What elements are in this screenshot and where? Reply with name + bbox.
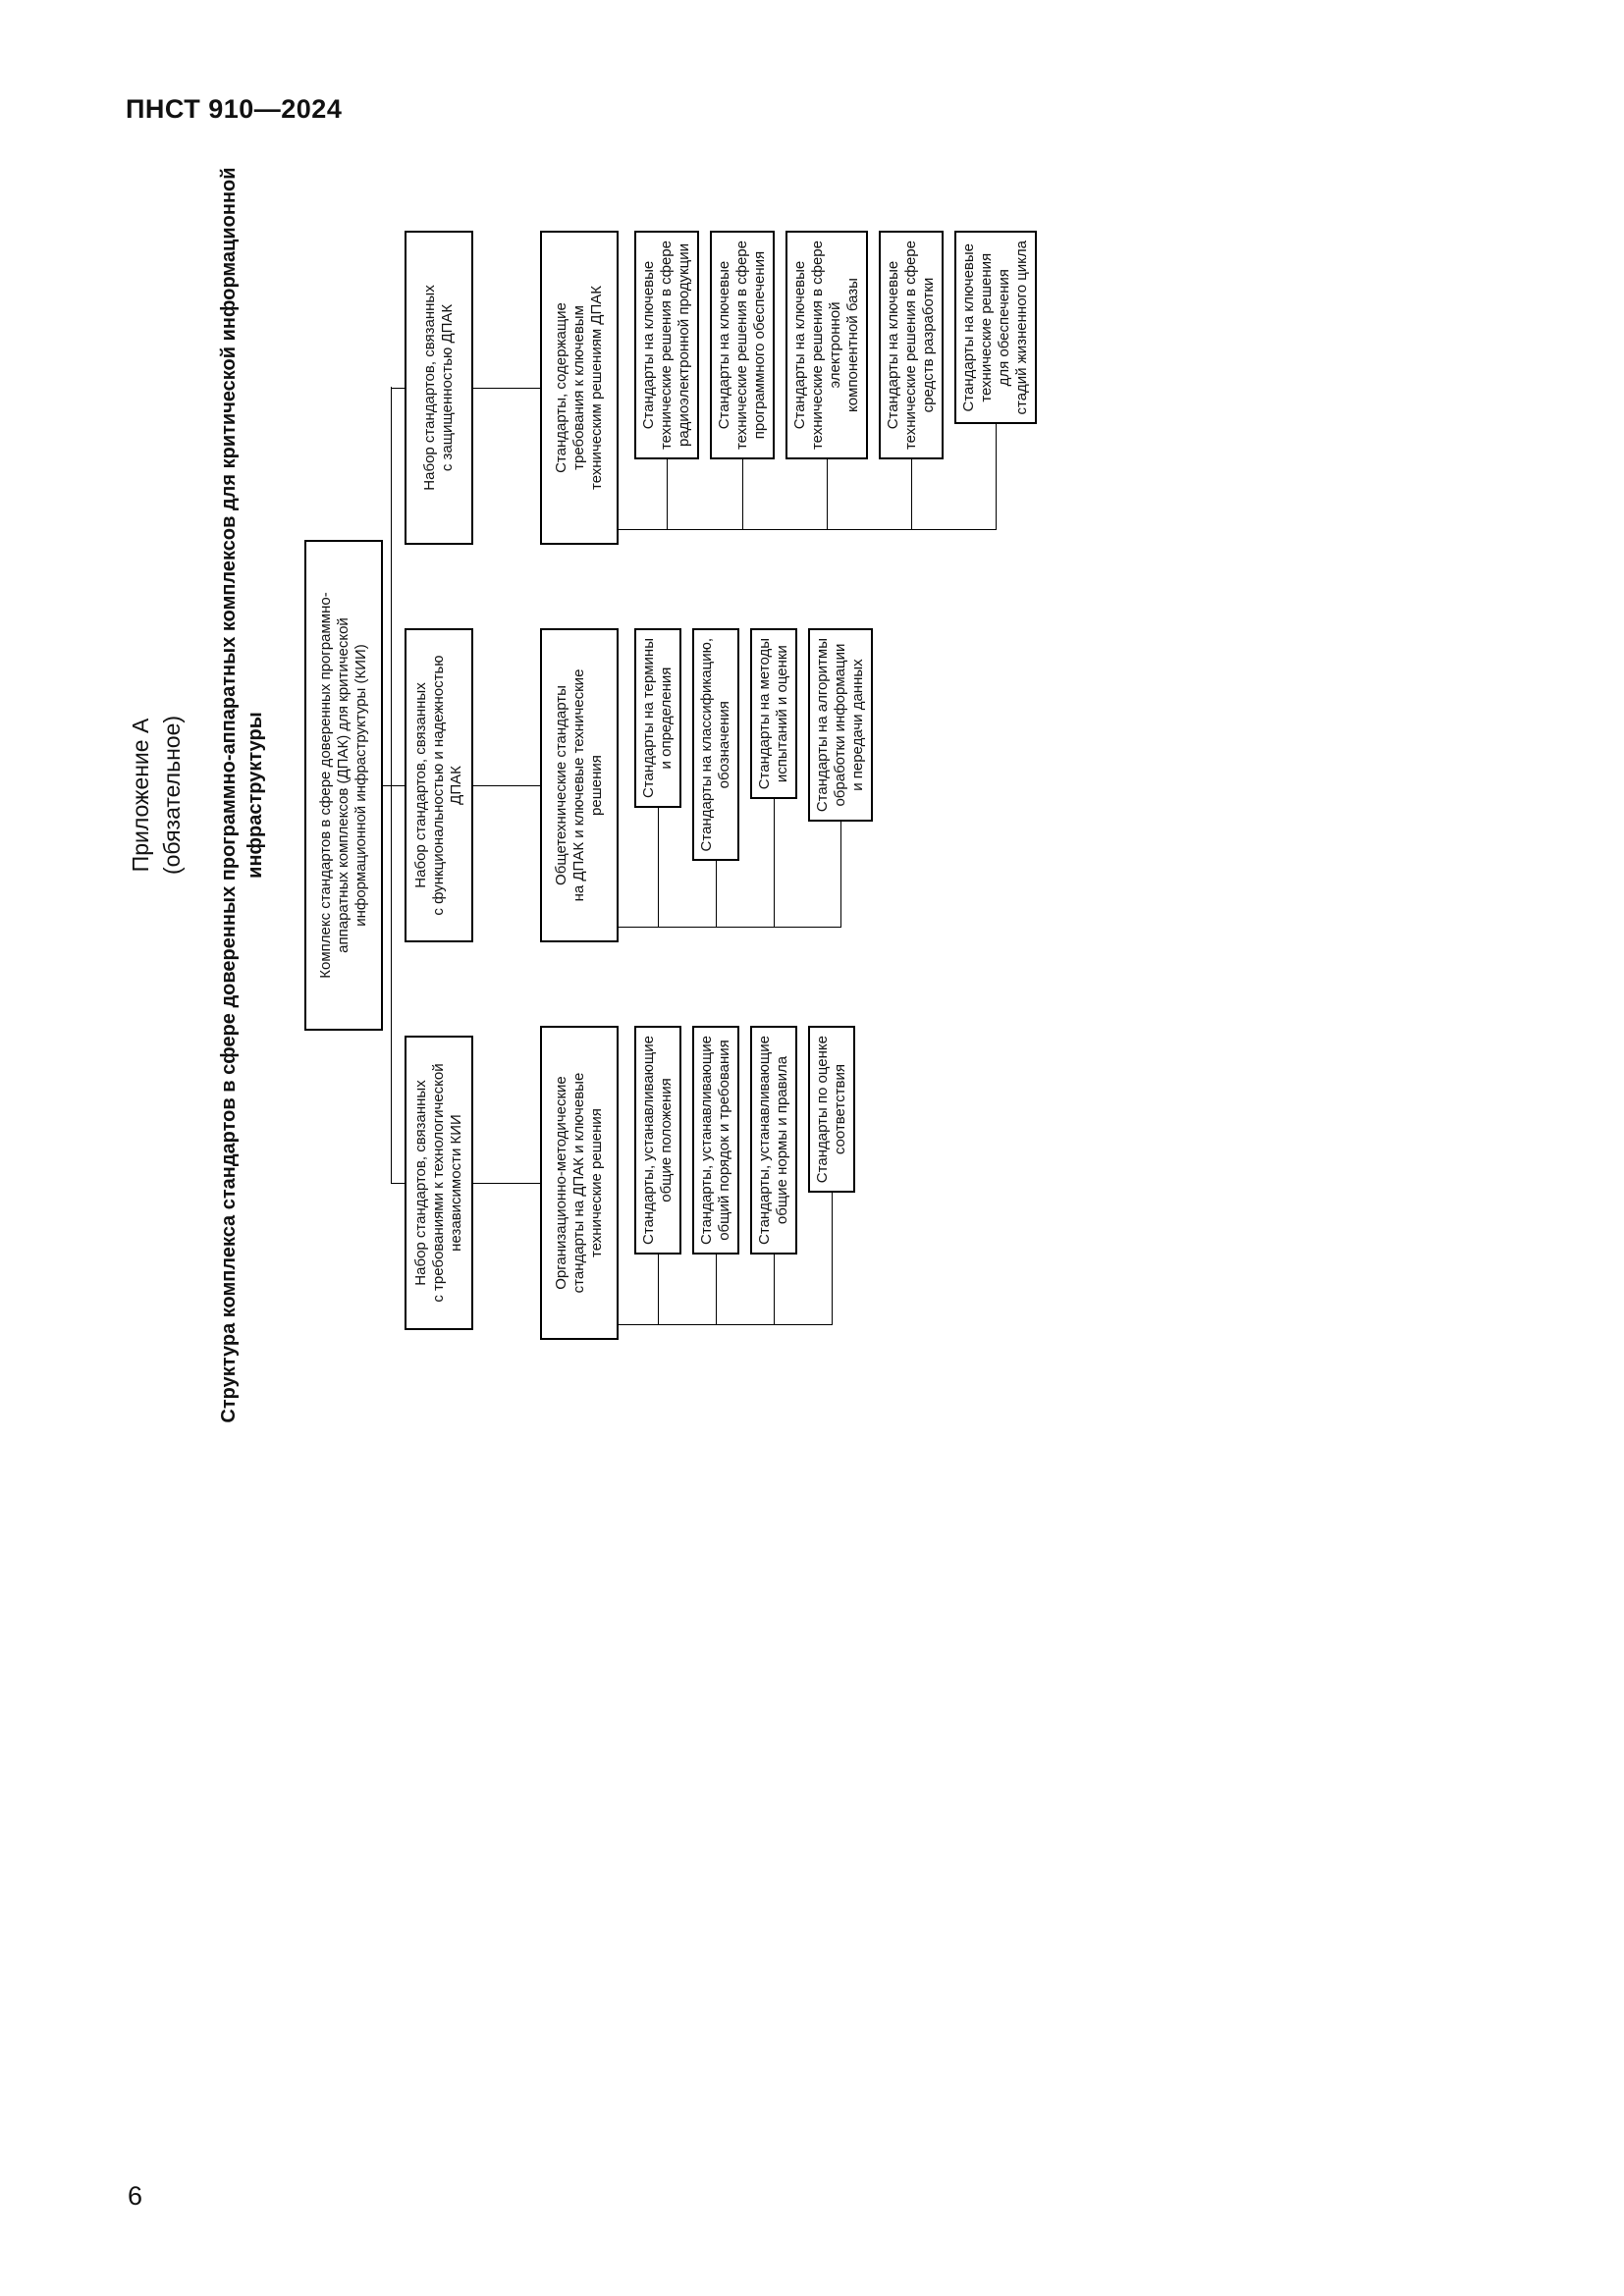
child-row: Стандарты на алгоритмы обработки информа… — [808, 628, 873, 928]
connector-line — [473, 388, 540, 389]
standard-box: Стандарты по оценке соответствия — [808, 1026, 855, 1194]
child-row: Стандарты, устанавливающие общие нормы и… — [750, 1026, 797, 1325]
rotated-figure: Приложение А (обязательное) Структура ко… — [118, 167, 1041, 1423]
child-row: Стандарты на ключевые технические решени… — [879, 231, 944, 530]
document-code: ПНСТ 910—2024 — [126, 94, 343, 124]
set-box-functionality: Набор стандартов, связанных с функционал… — [405, 628, 473, 942]
page-number: 6 — [128, 2181, 143, 2211]
connector-line — [715, 861, 717, 928]
group-box-org-method: Организационно-методические стандарты на… — [540, 1026, 619, 1340]
connector-line — [666, 459, 668, 530]
connector-line — [391, 388, 405, 389]
connector-line — [473, 1183, 540, 1184]
standards-structure-diagram: Комплекс стандартов в сфере доверенных п… — [304, 167, 1041, 1423]
child-row: Стандарты на ключевые технические решени… — [954, 231, 1037, 530]
group-box-general-technical: Общетехнические стандарты на ДПАК и ключ… — [540, 628, 619, 942]
connector-line — [391, 785, 405, 786]
child-row: Стандарты на классификацию, обозначения — [692, 628, 739, 928]
child-row: Стандарты на термины и определения — [634, 628, 681, 928]
connector-line — [839, 822, 841, 928]
standard-box: Стандарты на ключевые технические решени… — [785, 231, 868, 460]
connector-line — [831, 1193, 833, 1325]
child-row: Стандарты на методы испытаний и оценки — [750, 628, 797, 928]
children-security: Стандарты на ключевые технические решени… — [634, 231, 1037, 530]
set-box-security: Набор стандартов, связанных с защищеннос… — [405, 231, 473, 545]
set-box-tech-independence: Набор стандартов, связанных с требования… — [405, 1036, 473, 1330]
connector-line — [473, 785, 540, 786]
connector-line — [391, 1183, 405, 1184]
annex-label: Приложение А — [128, 718, 153, 873]
child-row: Стандарты на ключевые технические решени… — [710, 231, 775, 530]
connector-line — [715, 1254, 717, 1325]
connector-line — [657, 808, 659, 928]
child-row: Стандарты, устанавливающие общий порядок… — [692, 1026, 739, 1325]
standard-box: Стандарты на термины и определения — [634, 628, 681, 809]
connector-line — [995, 424, 997, 530]
child-row: Стандарты на ключевые технические решени… — [634, 231, 699, 530]
standard-box: Стандарты на классификацию, обозначения — [692, 628, 739, 862]
connector-line — [657, 1254, 659, 1325]
connector-line — [910, 459, 912, 530]
standard-box: Стандарты на ключевые технические решени… — [634, 231, 699, 460]
children-functionality: Стандарты на термины и определения Станд… — [634, 628, 873, 928]
standard-box: Стандарты на алгоритмы обработки информа… — [808, 628, 873, 823]
connector-line — [741, 459, 743, 530]
child-row: Стандарты, устанавливающие общие положен… — [634, 1026, 681, 1325]
standard-box: Стандарты, устанавливающие общие нормы и… — [750, 1026, 797, 1255]
figure-title: Структура комплекса стандартов в сфере д… — [218, 167, 266, 1423]
connector-line — [826, 459, 828, 530]
connector-line — [773, 1254, 775, 1325]
child-row: Стандарты по оценке соответствия — [808, 1026, 855, 1325]
annex-note: (обязательное) — [159, 715, 185, 876]
standard-box: Стандарты на ключевые технические решени… — [954, 231, 1037, 425]
standard-box: Стандарты на методы испытаний и оценки — [750, 628, 797, 800]
standard-box: Стандарты, устанавливающие общие положен… — [634, 1026, 681, 1255]
standard-box: Стандарты, устанавливающие общий порядок… — [692, 1026, 739, 1255]
children-tech-independence: Стандарты, устанавливающие общие положен… — [634, 1026, 855, 1325]
connector-line — [773, 799, 775, 928]
standard-box: Стандарты на ключевые технические решени… — [879, 231, 944, 460]
child-row: Стандарты на ключевые технические решени… — [785, 231, 868, 530]
root-box: Комплекс стандартов в сфере доверенных п… — [304, 540, 383, 1031]
group-box-key-solutions: Стандарты, содержащие требования к ключе… — [540, 231, 619, 545]
standard-box: Стандарты на ключевые технические решени… — [710, 231, 775, 460]
